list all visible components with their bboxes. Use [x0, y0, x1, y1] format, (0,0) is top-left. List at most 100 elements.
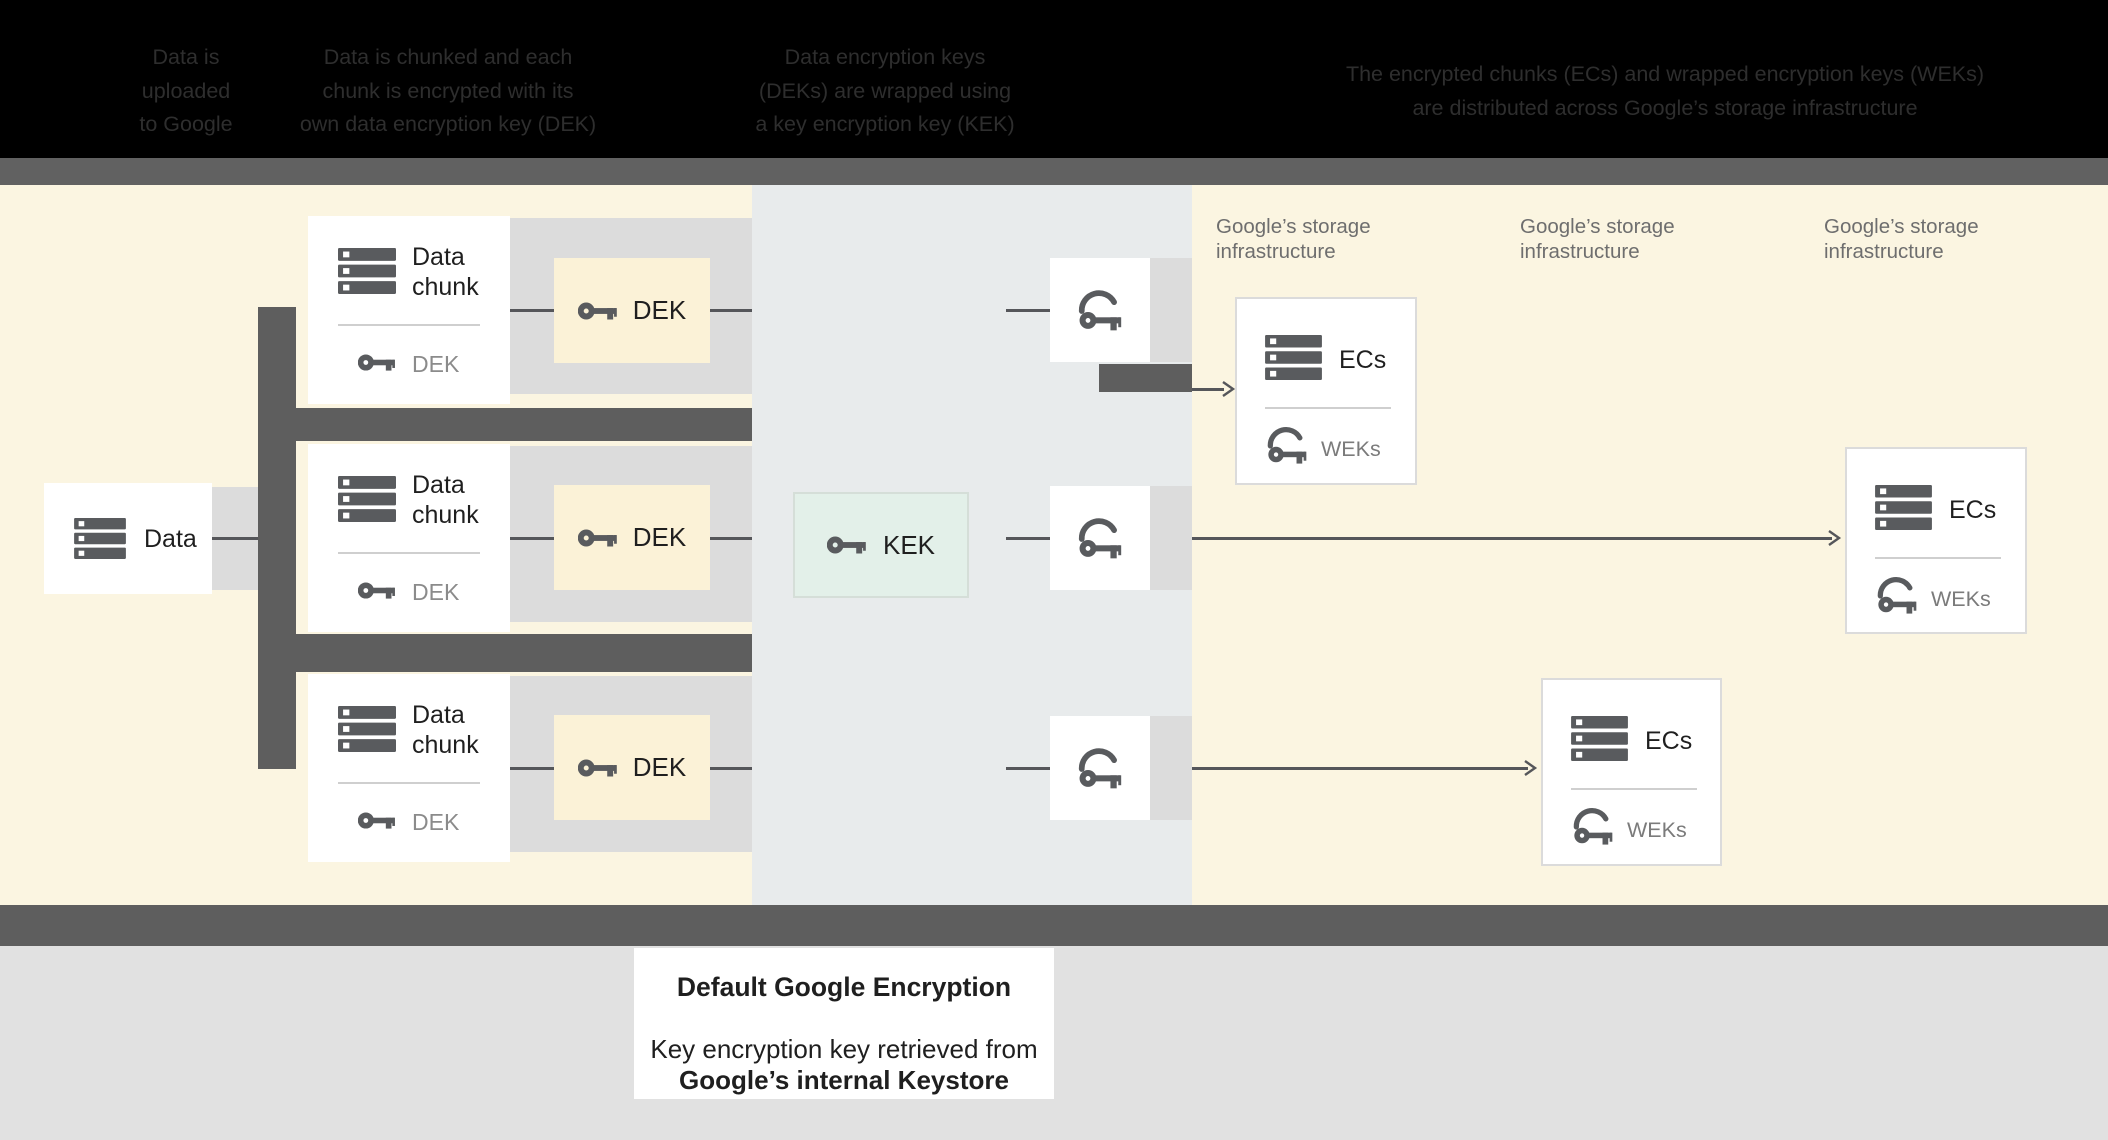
- connector-line: [1006, 309, 1050, 312]
- ecs-card: ECs WEKs: [1845, 447, 2027, 634]
- wrapped-key-thick-connector: [1099, 364, 1192, 392]
- dek-key-icon: [358, 810, 398, 831]
- ecs-server-icon: [1265, 335, 1322, 380]
- fanout-gap-bar-1: [258, 408, 752, 441]
- connector-line: [710, 309, 752, 312]
- connector-line: [1006, 767, 1050, 770]
- ecs-card-title: ECs: [1645, 727, 1693, 755]
- header-step-3: Data encryption keys (DEKs) are wrapped …: [712, 41, 1058, 142]
- connector-line: [510, 309, 554, 312]
- top-divider-band: [0, 158, 2108, 185]
- data-chunk-title: Data: [412, 471, 465, 499]
- data-chunk-server-icon: [338, 706, 396, 752]
- ecs-card-title: ECs: [1949, 496, 1997, 524]
- dek-box: DEK: [554, 258, 710, 363]
- data-chunk-server-icon: [338, 248, 396, 294]
- header-step-2: Data is chunked and each chunk is encryp…: [288, 41, 608, 142]
- fanout-gap-bar-2: [258, 634, 752, 672]
- dek-box: DEK: [554, 485, 710, 590]
- header-step-4-line: are distributed across Google’s storage …: [1412, 95, 1918, 120]
- key-box-shadow: [1150, 486, 1192, 590]
- arrow-line-top: [1192, 388, 1224, 391]
- kek-box: KEK: [793, 492, 969, 598]
- key-icon: [578, 300, 620, 322]
- header-band: Data is uploaded to Google Data is chunk…: [0, 0, 2108, 158]
- header-step-1: Data is uploaded to Google: [66, 41, 306, 142]
- key-box-shadow: [1150, 258, 1192, 362]
- header-step-2-line: chunk is encrypted with its: [322, 78, 574, 103]
- key-icon: [827, 534, 869, 556]
- dek-box: DEK: [554, 715, 710, 820]
- data-chunk-title: Data: [412, 243, 465, 271]
- bottom-divider-band: [0, 905, 2108, 946]
- weks-key-icon: [1875, 575, 1919, 615]
- dek-box-label: DEK: [632, 295, 687, 325]
- card-divider: [1265, 407, 1391, 409]
- arrowhead-icon: [1826, 529, 1842, 547]
- ecs-card: ECs WEKs: [1235, 297, 1417, 485]
- weks-key-icon: [1265, 425, 1309, 465]
- ecs-weks-label: WEKs: [1931, 587, 1991, 611]
- dek-box-label: DEK: [632, 752, 687, 782]
- connector-line: [1006, 537, 1050, 540]
- header-step-4: The encrypted chunks (ECs) and wrapped e…: [1270, 58, 2060, 125]
- card-divider: [1571, 788, 1697, 790]
- ecs-card-title: ECs: [1339, 346, 1387, 374]
- connector-line: [212, 537, 258, 540]
- ecs-weks-label: WEKs: [1627, 818, 1687, 842]
- storage-label-line: infrastructure: [1520, 239, 1640, 263]
- key-icon: [578, 527, 620, 549]
- data-chunk-title: chunk: [412, 273, 479, 301]
- card-divider: [338, 552, 480, 554]
- header-step-1-line: uploaded: [141, 78, 231, 103]
- footer-area: Default Google Encryption Key encryption…: [0, 946, 2108, 1140]
- caption-box: Default Google Encryption Key encryption…: [634, 948, 1054, 1099]
- storage-label-line: infrastructure: [1824, 239, 1944, 263]
- fanout-trunk-bar: [258, 307, 296, 769]
- storage-infrastructure-label: Google’s storage infrastructure: [1216, 215, 1496, 264]
- connector-line: [510, 537, 554, 540]
- connector-line: [710, 767, 752, 770]
- arrow-line-middle: [1150, 537, 1832, 540]
- header-step-3-line: a key encryption key (KEK): [755, 112, 1015, 136]
- data-chunk-dek-label: DEK: [412, 351, 460, 377]
- storage-label-line: Google’s storage: [1520, 215, 1675, 238]
- card-divider: [338, 324, 480, 326]
- arrowhead-icon: [1220, 380, 1236, 398]
- wrapped-key-icon: [1076, 288, 1124, 332]
- data-chunk-server-icon: [338, 476, 396, 522]
- header-step-3-line: (DEKs) are wrapped using: [758, 78, 1012, 103]
- storage-infrastructure-label: Google’s storage infrastructure: [1824, 215, 2104, 264]
- dek-box-label: DEK: [632, 522, 687, 552]
- storage-label-line: Google’s storage: [1216, 215, 1371, 238]
- header-step-3-line: Data encryption keys: [784, 45, 986, 69]
- caption-body-line: Key encryption key retrieved from: [650, 1034, 1038, 1064]
- data-chunk-title: chunk: [412, 501, 479, 529]
- ecs-card: ECs WEKs: [1541, 678, 1722, 866]
- storage-label-line: infrastructure: [1216, 239, 1336, 263]
- caption-title: Default Google Encryption: [676, 972, 1012, 1002]
- storage-label-line: Google’s storage: [1824, 215, 1979, 238]
- data-card: Data: [44, 483, 212, 594]
- header-step-4-line: The encrypted chunks (ECs) and wrapped e…: [1345, 62, 1985, 86]
- ecs-server-icon: [1571, 716, 1628, 761]
- data-chunk-title: Data: [412, 701, 465, 729]
- data-chunk-card: Data chunk DEK: [308, 674, 510, 862]
- storage-infrastructure-label: Google’s storage infrastructure: [1520, 215, 1800, 264]
- card-divider: [1875, 557, 2001, 559]
- header-step-2-line: own data encryption key (DEK): [299, 112, 597, 136]
- dek-key-icon: [358, 580, 398, 601]
- ecs-server-icon: [1875, 485, 1932, 530]
- data-chunk-card: Data chunk DEK: [308, 444, 510, 632]
- wrapped-key-box: [1050, 258, 1150, 362]
- header-step-2-line: Data is chunked and each: [323, 45, 573, 69]
- wrapped-key-icon: [1076, 746, 1124, 790]
- data-server-icon: [74, 518, 126, 559]
- connector-line: [510, 767, 554, 770]
- wrapped-key-box: [1050, 486, 1150, 590]
- wrapped-key-icon: [1076, 516, 1124, 560]
- arrow-line-bottom: [1150, 767, 1528, 770]
- data-chunk-card: Data chunk DEK: [308, 216, 510, 404]
- ecs-weks-label: WEKs: [1321, 437, 1381, 461]
